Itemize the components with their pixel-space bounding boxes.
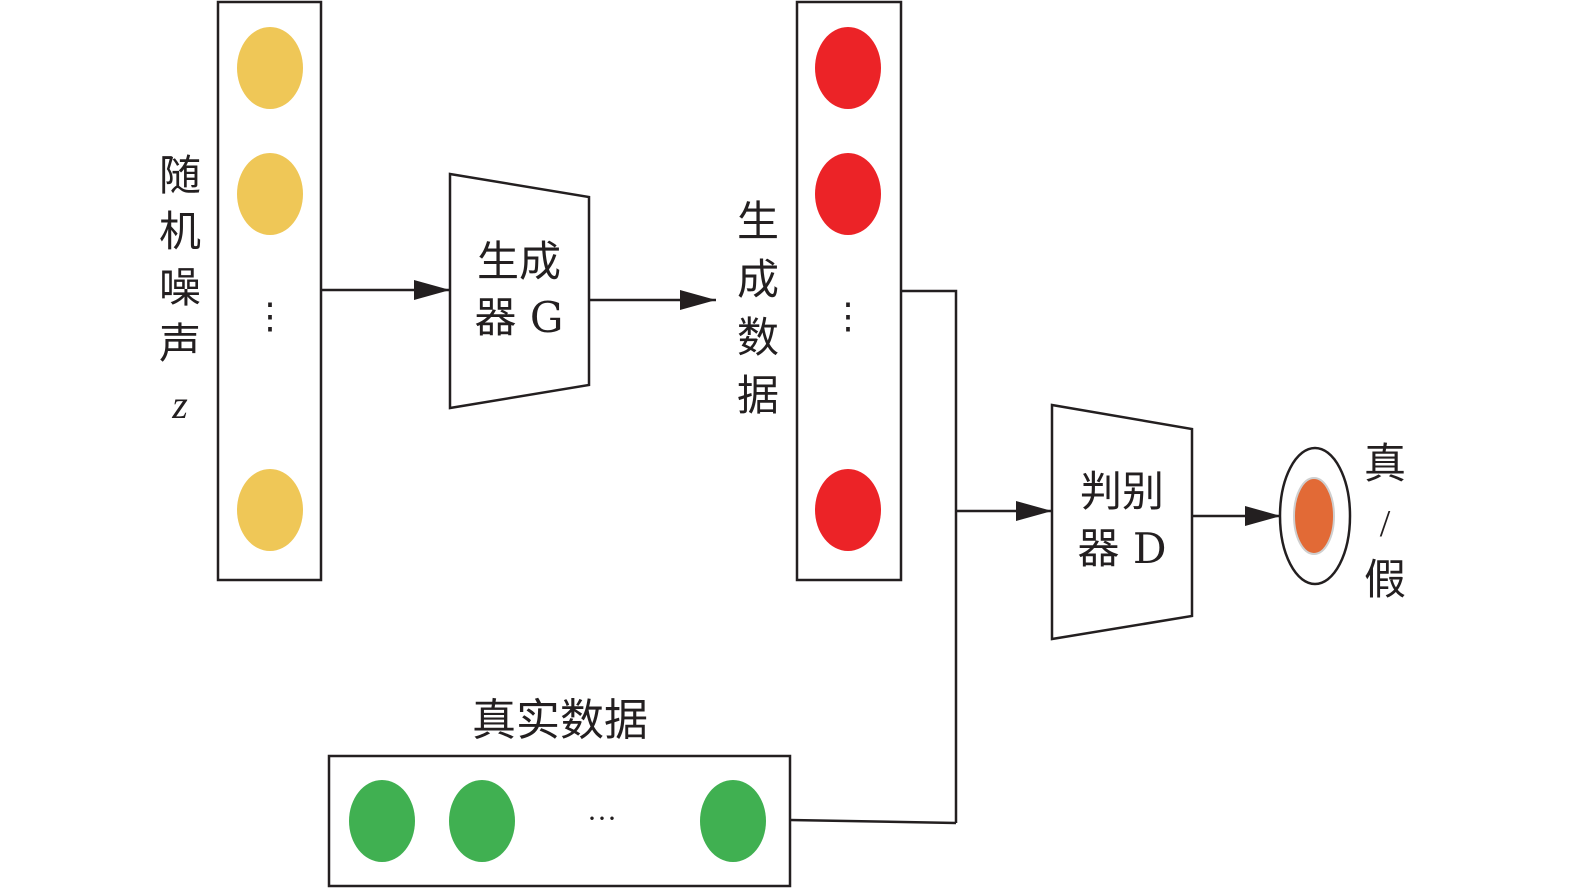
- real-data-label: 真实数据: [472, 695, 648, 746]
- noise-label: 随 机 噪 声 z: [159, 151, 201, 427]
- discriminator-label-line2: 器 D: [1077, 524, 1166, 573]
- output-core: [1293, 477, 1335, 555]
- noise-label-char: 声: [159, 319, 201, 368]
- generated-label-char: 数: [737, 313, 779, 362]
- generated-ellipsis: ⋮: [830, 296, 866, 336]
- output-label-char: 真: [1364, 439, 1406, 488]
- generator-trapezoid: [448, 172, 591, 410]
- noise-label-char: 机: [159, 207, 201, 256]
- output-label: 真 / 假: [1364, 439, 1406, 604]
- generated-node: [815, 27, 881, 109]
- generator-label-line2: 器 G: [475, 293, 564, 342]
- real-node: [449, 780, 515, 862]
- generated-label-char: 成: [737, 255, 779, 304]
- noise-ellipsis: ⋮: [252, 296, 288, 336]
- generated-label-char: 生: [737, 197, 779, 246]
- generated-vector: ⋮: [795, 0, 903, 582]
- generator-label-line1: 生成: [477, 237, 561, 286]
- generator: 生成 器 G: [448, 172, 591, 410]
- connector-real: [789, 818, 957, 825]
- generated-node: [815, 153, 881, 235]
- real-vector: ···: [327, 754, 792, 888]
- discriminator-trapezoid: [1050, 403, 1194, 641]
- output-label-char: 假: [1364, 555, 1406, 604]
- noise-node: [237, 469, 303, 551]
- real-node: [700, 780, 766, 862]
- generated-node: [815, 469, 881, 551]
- generated-label: 生 成 数 据: [737, 197, 779, 420]
- output-label-char: /: [1380, 503, 1391, 545]
- real-ellipsis: ···: [587, 802, 617, 835]
- discriminator: 判别 器 D: [1050, 403, 1194, 641]
- noise-node: [237, 27, 303, 109]
- real-node: [349, 780, 415, 862]
- noise-label-char: 噪: [159, 263, 201, 312]
- generated-label-char: 据: [737, 371, 779, 420]
- noise-vector: ⋮: [216, 0, 323, 582]
- discriminator-label-line1: 判别: [1080, 467, 1164, 516]
- connector-generated: [901, 289, 958, 823]
- noise-node: [237, 153, 303, 235]
- noise-symbol: z: [171, 382, 188, 427]
- output-node: [1278, 446, 1352, 586]
- noise-label-char: 随: [159, 151, 201, 200]
